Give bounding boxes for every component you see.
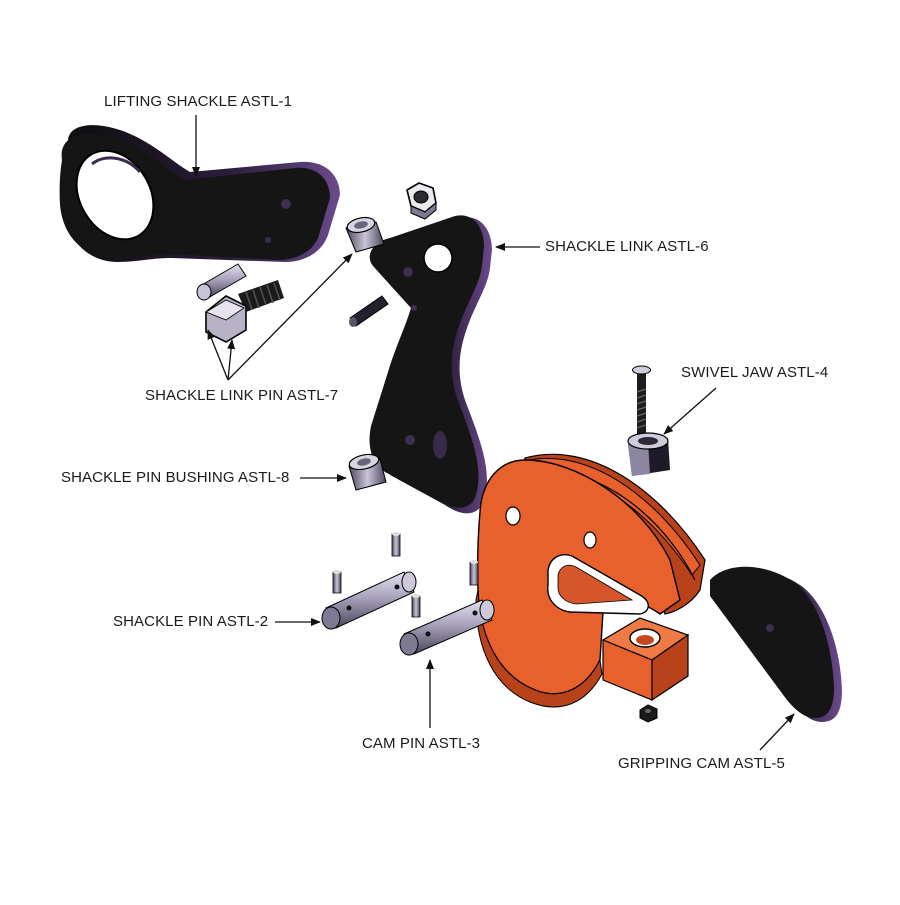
label-cam-pin: CAM PIN ASTL-3 [362,735,481,752]
lifting-shackle-part [59,125,340,263]
leader-link-pin-3 [227,253,353,381]
clamp-body-part [475,453,706,708]
small-nut-part [639,704,658,723]
leader-link-pin-1 [207,329,229,381]
label-gripping-cam: GRIPPING CAM ASTL-5 [618,755,785,772]
leader-lines [192,115,795,751]
label-lifting-shackle: LIFTING SHACKLE ASTL-1 [104,93,293,110]
shackle-link-pin-part [196,263,284,343]
leader-link-pin-2 [227,339,236,381]
shackle-pin-part [321,532,417,630]
label-shackle-pin-bushing: SHACKLE PIN BUSHING ASTL-8 [61,469,290,486]
label-shackle-pin: SHACKLE PIN ASTL-2 [113,613,269,630]
shackle-link-part [369,215,492,514]
hex-nut-part [406,182,437,220]
label-swivel-jaw: SWIVEL JAW ASTL-4 [681,364,829,381]
leader-swivel-jaw [663,387,717,435]
gripping-cam-part [710,566,842,722]
roll-pin-part [349,295,389,327]
leader-gripping-cam [759,713,795,751]
shackle-pin-bushing-part [348,453,387,491]
label-shackle-link: SHACKLE LINK ASTL-6 [545,238,709,255]
label-shackle-link-pin: SHACKLE LINK PIN ASTL-7 [145,387,339,404]
swivel-jaw-part [627,365,670,476]
cam-pin-part [399,560,495,656]
upper-bushing-part [345,216,385,253]
